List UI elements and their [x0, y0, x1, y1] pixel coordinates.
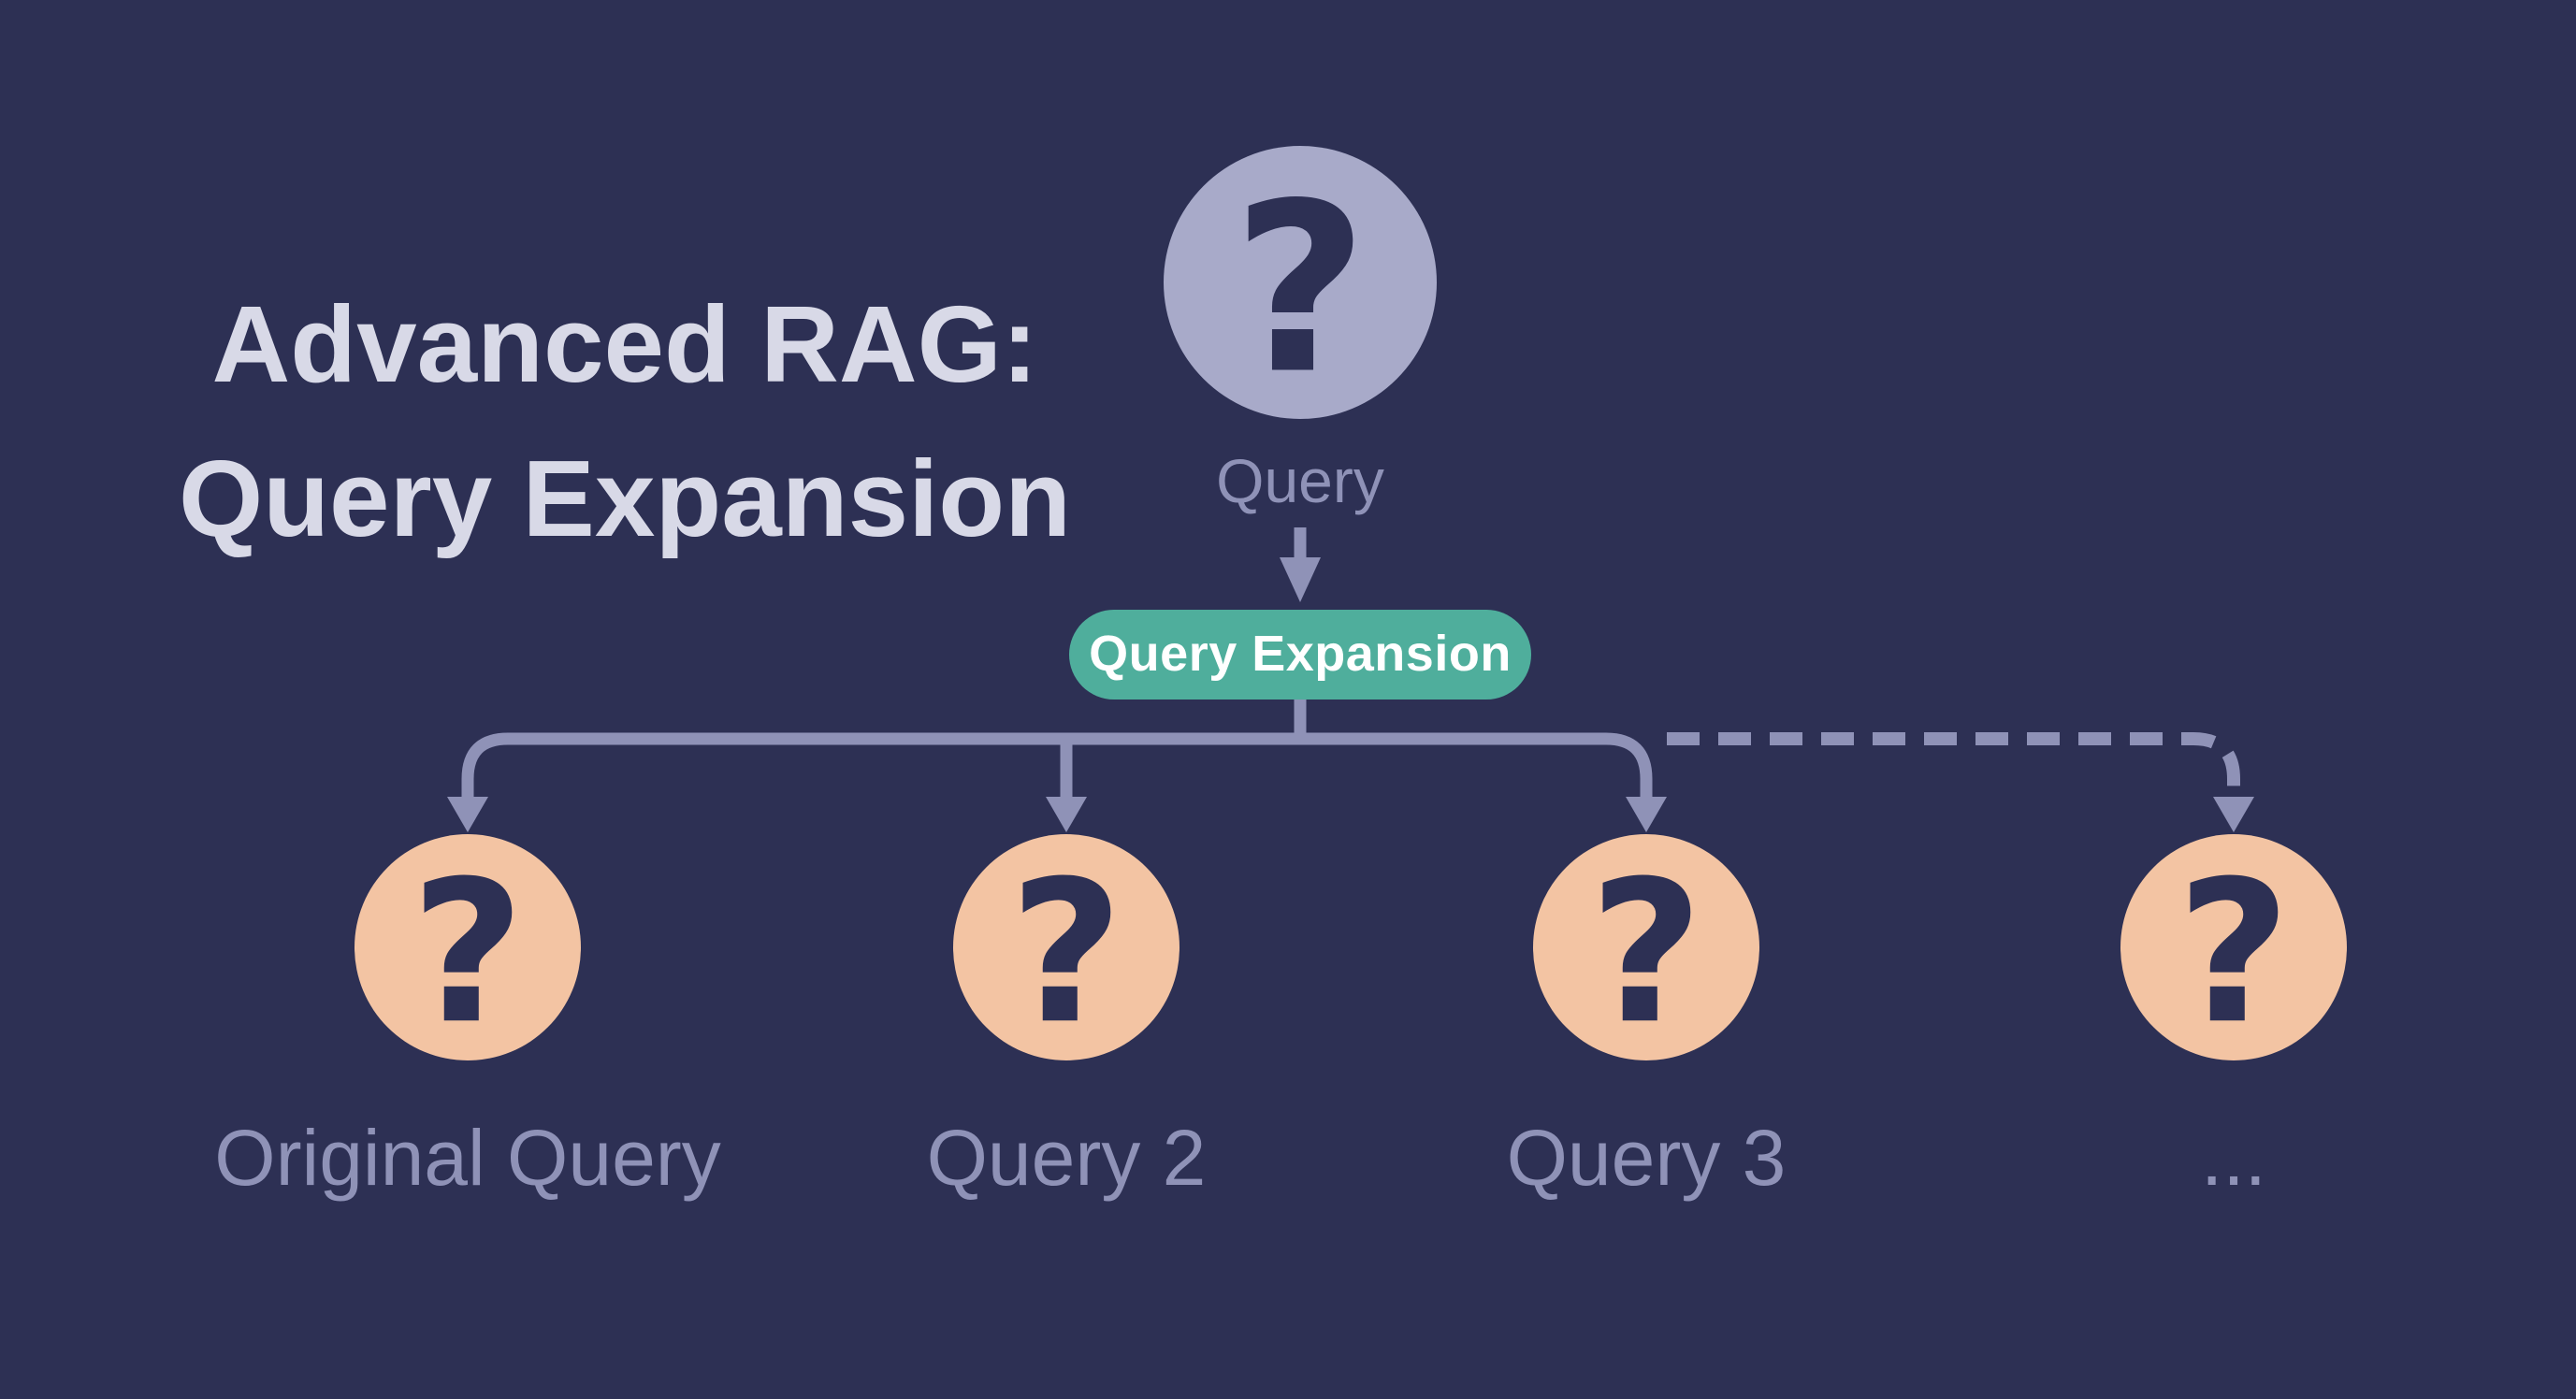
question-mark-icon: ?: [1232, 152, 1368, 425]
connector-solid-path: [461, 732, 1653, 804]
question-mark-icon: ?: [1589, 838, 1703, 1068]
output-label-original-query: Original Query: [214, 1114, 721, 1202]
query-expansion-pill-label: Query Expansion: [1089, 626, 1512, 682]
arrowhead-original-query-icon: [447, 797, 488, 832]
question-mark-icon: ?: [411, 838, 525, 1068]
root-query-label: Query: [1216, 446, 1384, 515]
root-arrowhead-icon: [1280, 557, 1321, 602]
arrowhead-query2-icon: [1046, 797, 1087, 832]
output-label-query3: Query 3: [1506, 1114, 1787, 1202]
output-node-query2: ?: [953, 834, 1179, 1060]
root-query-node: ?: [1164, 146, 1437, 419]
question-mark-icon: ?: [2177, 838, 2291, 1068]
arrowhead-more-icon: [2213, 797, 2254, 832]
page-title-line2: Query Expansion: [178, 438, 1072, 559]
page-title: Advanced RAG: Query Expansion: [157, 267, 1093, 576]
question-mark-icon: ?: [1009, 838, 1123, 1068]
output-label-query2: Query 2: [926, 1114, 1207, 1202]
output-label-more: ...: [2200, 1114, 2266, 1202]
output-node-more: ?: [2120, 834, 2347, 1060]
output-node-original-query: ?: [355, 834, 581, 1060]
page-title-line1: Advanced RAG:: [211, 283, 1038, 405]
output-node-query3: ?: [1533, 834, 1759, 1060]
query-expansion-pill: Query Expansion: [1069, 610, 1531, 700]
arrowhead-query3-icon: [1626, 797, 1667, 832]
connector-dashed-path: [1667, 732, 2240, 797]
